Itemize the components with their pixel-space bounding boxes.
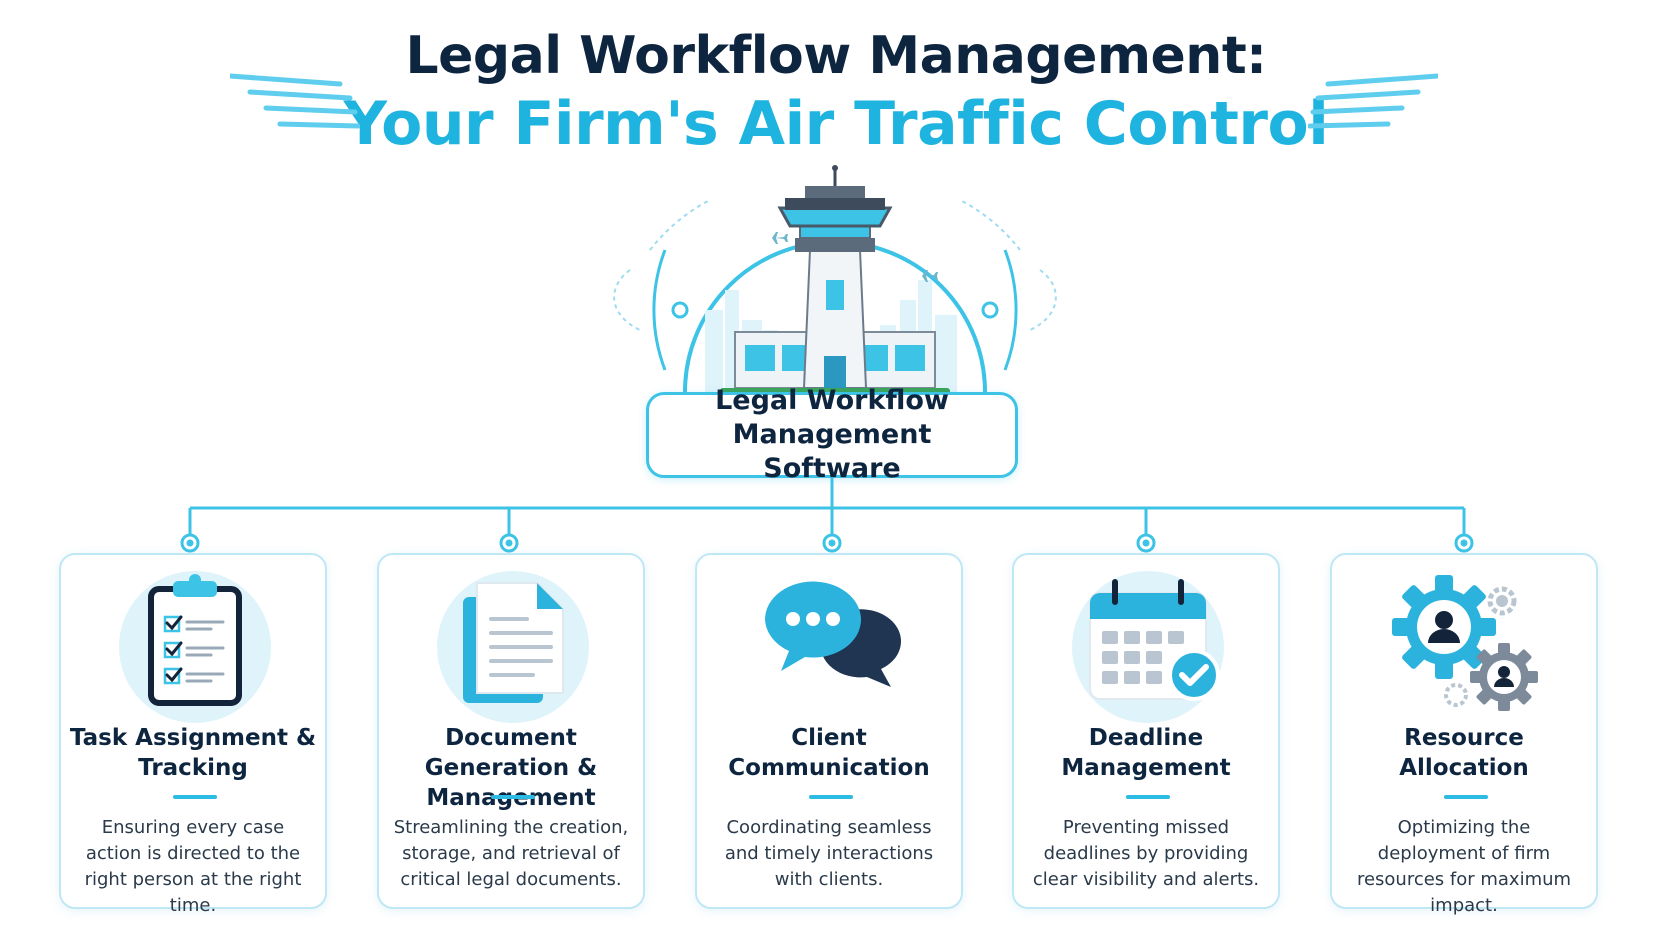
card-title: Client Communication	[728, 725, 930, 781]
chat-bubbles-icon	[765, 581, 901, 687]
hub-box: Legal Workflow Management Software	[646, 385, 1018, 484]
card-description: Streamlining the creation, storage, and …	[393, 817, 629, 890]
card-description: Coordinating seamless and timely interac…	[724, 817, 934, 890]
document-icon	[437, 571, 589, 723]
card-description: Ensuring every case action is directed t…	[84, 817, 302, 916]
card-title: Resource Allocation	[1399, 725, 1529, 781]
card-divider	[1126, 795, 1170, 799]
hub-label: Legal Workflow Management Software	[715, 385, 949, 484]
card-title: Deadline Management	[1061, 725, 1231, 781]
page-title: Legal Workflow Management: Your Firm's A…	[0, 24, 1672, 160]
speed-lines-left-icon	[230, 73, 360, 129]
card-task-assignment: Task Assignment & Tracking Ensuring ever…	[59, 553, 327, 916]
clipboard-checklist-icon	[119, 571, 271, 723]
card-description: Preventing missed deadlines by providing…	[1032, 817, 1260, 890]
control-tower-icon	[613, 165, 1057, 396]
card-divider	[173, 795, 217, 799]
card-title: Document Generation & Management	[424, 725, 598, 811]
card-title: Task Assignment & Tracking	[69, 725, 317, 781]
card-client-communication: Client Communication Coordinating seamle…	[695, 553, 963, 909]
title-line-1: Legal Workflow Management:	[405, 26, 1267, 86]
calendar-check-icon	[1072, 571, 1224, 723]
card-document-generation: Document Generation & Management Streaml…	[377, 553, 645, 909]
card-divider	[1444, 795, 1488, 799]
speed-lines-right-icon	[1308, 73, 1438, 129]
gears-people-icon	[1392, 575, 1538, 711]
card-description: Optimizing the deployment of firm resour…	[1356, 817, 1572, 916]
title-line-2: Your Firm's Air Traffic Control	[343, 89, 1329, 159]
card-resource-allocation: Resource Allocation Optimizing the deplo…	[1330, 553, 1598, 916]
card-divider	[809, 795, 853, 799]
card-divider	[491, 795, 535, 799]
card-deadline-management: Deadline Management Preventing missed de…	[1012, 553, 1280, 909]
